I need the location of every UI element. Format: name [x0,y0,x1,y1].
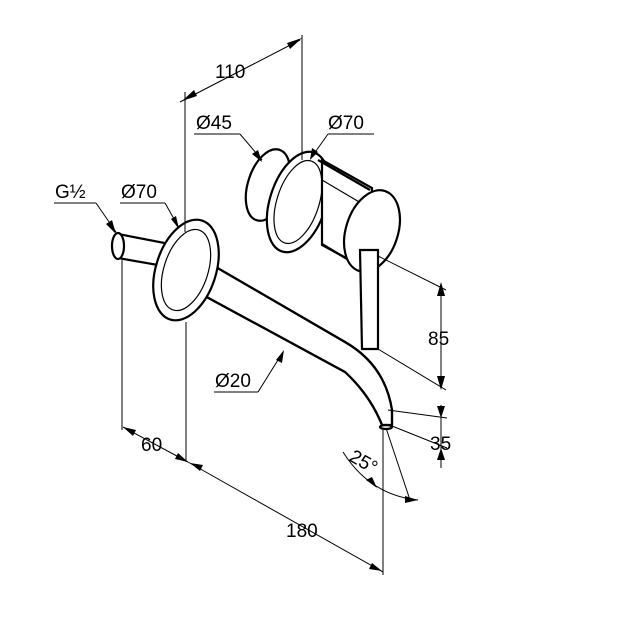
label-110: 110 [215,62,245,83]
label-85: 85 [428,329,449,350]
label-diameter-45: Ø45 [196,113,232,134]
mixer-body [244,148,402,274]
label-diameter-70-spout: Ø70 [121,182,157,203]
label-angle-25: 25° [346,446,381,479]
dimension-lines [54,35,448,575]
label-diameter-20: Ø20 [215,371,251,392]
mixer-lever [358,248,380,351]
label-thread-g-half: G½ [55,182,86,203]
spout [110,218,394,431]
label-60: 60 [141,435,162,456]
label-180: 180 [286,521,318,542]
label-35: 35 [430,434,451,455]
label-diameter-70-mixer: Ø70 [328,113,364,134]
